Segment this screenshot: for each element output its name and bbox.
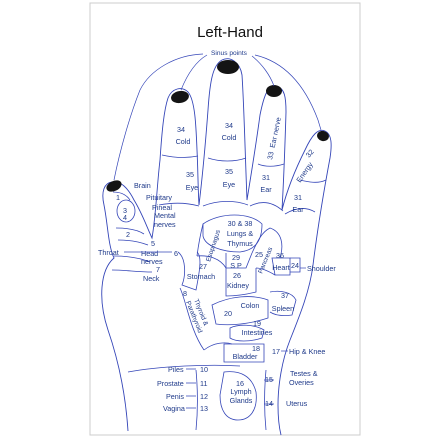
index-zone-label: Cold [176, 137, 191, 146]
penis-number: 12 [200, 392, 208, 401]
pituitary-label: Pituitary [146, 193, 172, 202]
ring-finger-label-group: 33 Ear nerve [265, 116, 283, 160]
pinky-zone-label: Energy [294, 160, 315, 184]
throat-label: Throat [98, 248, 119, 257]
intestines-number: 19 [253, 319, 261, 328]
spleen-number: 37 [281, 291, 289, 300]
finger-zone-lines [158, 154, 327, 215]
intestines-label: Intestines [242, 328, 273, 337]
frame-border [89, 2, 361, 436]
thumb-zone-7: 7 [156, 265, 160, 274]
thumb-zone-6: 6 [174, 249, 178, 258]
bladder-number: 18 [252, 344, 260, 353]
palm-zone-lines [177, 214, 301, 363]
uterus-label: Uterus [286, 399, 308, 408]
esophagus-label: Esophagus [205, 228, 222, 262]
prostate-number: 11 [200, 379, 207, 388]
testes-number: 15 [265, 375, 273, 384]
ring-zone-label: Ear nerve [268, 116, 283, 148]
piles-number: 10 [200, 365, 208, 374]
ring-nail [266, 85, 282, 97]
kidney-number: 26 [233, 271, 241, 280]
thumb-zone-lines [111, 191, 153, 273]
head-nerves-label: nerves [141, 257, 163, 266]
heart-number: 36 [276, 251, 284, 260]
neck-label: Neck [143, 274, 160, 283]
spleen-label: Spleen [272, 304, 294, 313]
mental-label: Mental [154, 211, 176, 220]
index-zone-number: 34 [177, 125, 185, 134]
wrist-lines [127, 364, 267, 431]
thumb-zone-4: 4 [123, 213, 127, 222]
lungs-label: Lungs & [227, 229, 254, 238]
pinky-ear-number: 31 [294, 193, 302, 202]
shoulder-label: Shoulder [307, 264, 336, 273]
thumb-zone-1: 1 [116, 193, 120, 202]
thumb-zone-3: 3 [123, 206, 127, 215]
stomach-number: 27 [199, 262, 207, 271]
thumb-zone-5: 5 [151, 239, 155, 248]
prostate-label: Prostate [157, 379, 184, 388]
sinus-point-arcs [113, 53, 322, 181]
pinky-zone-number: 32 [304, 147, 316, 159]
lymph-number: 16 [236, 379, 244, 388]
pinky-nail [317, 130, 329, 142]
lymph-label: Lymph [230, 387, 251, 396]
stomach-label: Stomach [187, 272, 215, 281]
middle-nail [217, 60, 239, 74]
heart-label: Heart [272, 263, 290, 272]
bladder-label: Bladder [233, 352, 258, 361]
glands-label: Glands [230, 396, 253, 405]
index-nail [171, 90, 189, 104]
pineal-label: Pineal [152, 203, 172, 212]
middle-eye-label: Eye [223, 180, 235, 189]
hip-knee-number: 17 [272, 347, 280, 356]
middle-zone-number: 34 [225, 121, 233, 130]
index-eye-number: 35 [186, 170, 194, 179]
middle-zone-label: Cold [222, 133, 237, 142]
diagram-title: Left-Hand [197, 24, 263, 41]
sp-label: S P [230, 261, 242, 270]
mental-nerves-label: nerves [154, 220, 176, 229]
middle-eye-number: 35 [225, 167, 233, 176]
ovaries-label: Overies [289, 378, 314, 387]
colon-label: Colon [241, 301, 260, 310]
ring-zone-number: 33 [265, 151, 275, 161]
wrist-leaders [186, 368, 274, 409]
thumb-nail [106, 180, 122, 192]
uterus-number: 14 [265, 399, 273, 408]
thumb-zone-2: 2 [126, 230, 130, 239]
testes-label: Testes & [290, 369, 318, 378]
pancreas-number: 25 [255, 250, 263, 259]
vagina-number: 13 [200, 404, 208, 413]
thyroid-number: 8 [183, 289, 187, 298]
penis-label: Penis [166, 392, 184, 401]
piles-label: Piles [168, 365, 184, 374]
index-eye-label: Eye [186, 183, 198, 192]
lungs-number: 30 & 38 [228, 219, 253, 228]
thymus-label: Thymus [227, 239, 253, 248]
sinus-points-label: Sinus points [211, 50, 248, 57]
brain-label: Brain [134, 181, 151, 190]
shoulder-number: 24 [291, 261, 299, 270]
vagina-label: Vagina [163, 404, 185, 413]
head-label: Head [141, 249, 158, 258]
pinky-ear-label: Ear [292, 205, 304, 214]
sp-number: 29 [232, 253, 240, 262]
kidney-label: Kidney [227, 281, 249, 290]
ring-ear-label: Ear [260, 185, 272, 194]
hip-knee-label: Hip & Knee [289, 347, 325, 356]
ring-ear-number: 31 [262, 173, 270, 182]
colon-number: 20 [224, 309, 232, 318]
